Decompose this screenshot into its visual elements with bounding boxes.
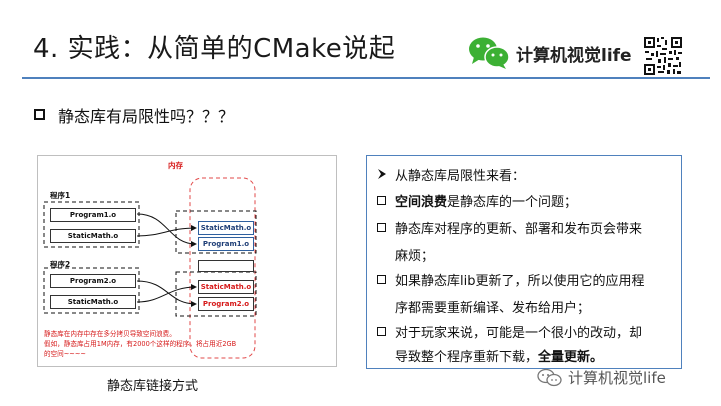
slide-subtitle: 静态库有局限性吗？？？	[58, 107, 235, 126]
brand-logo: 计算机视觉life	[468, 36, 632, 70]
wechat-icon	[469, 37, 510, 69]
memory-program1-box: Program1.o	[198, 237, 254, 251]
watermark: 计算机视觉life	[537, 367, 666, 388]
static-library-diagram: 内存 程序1 程序2 Program1.o StaticMath.o Progr…	[37, 155, 337, 367]
diagram-note-line: 静态库在内存中存在多分拷贝导致空间浪费。	[44, 330, 176, 338]
program2-label: 程序2	[50, 260, 71, 269]
program1-label: 程序1	[50, 191, 71, 200]
panel-item-text: 导致整个程序重新下载，	[395, 350, 539, 365]
panel-item-bold: 空间浪费	[395, 195, 448, 210]
header-divider	[22, 77, 710, 79]
staticmath-object-box: StaticMath.o	[50, 229, 136, 243]
checkbox-bullet-icon	[377, 223, 386, 232]
qr-code	[643, 36, 683, 76]
panel-item: 如果静态库lib更新了，所以使用它的应用程	[395, 274, 645, 289]
diagram-note-line: 假如，静态库占用1M内存，有2000个这样的程序，将占用近2GB	[44, 340, 237, 348]
memory-empty-box	[198, 260, 254, 272]
limitations-panel: 从静态库局限性来看： 空间浪费是静态库的一个问题； 静态库对程序的更新、部署和发…	[366, 155, 682, 369]
panel-item: 空间浪费是静态库的一个问题；	[395, 191, 577, 210]
panel-item-continued: 麻烦；	[395, 249, 435, 264]
panel-item-text: 是静态库的一个问题；	[447, 195, 578, 210]
checkbox-bullet-icon	[377, 275, 386, 284]
diagram-lines	[43, 177, 257, 359]
checkbox-bullet-icon	[377, 196, 386, 205]
slide-title: 4. 实践：从简单的CMake说起	[33, 34, 396, 64]
memory-staticmath-box: StaticMath.o	[198, 280, 254, 294]
memory-label: 内存	[168, 161, 183, 170]
panel-item-bold: 全量更新。	[538, 350, 604, 365]
checkbox-bullet-icon	[34, 109, 45, 120]
wechat-icon	[537, 368, 562, 386]
memory-staticmath-box: StaticMath.o	[198, 221, 254, 235]
panel-heading: 从静态库局限性来看：	[395, 169, 526, 184]
arrow-bullet-icon	[378, 169, 386, 179]
panel-item: 对于玩家来说，可能是一个很小的改动，却	[395, 326, 643, 341]
program1-object-box: Program1.o	[50, 208, 136, 222]
memory-program2-box: Program2.o	[198, 297, 254, 311]
program2-object-box: Program2.o	[50, 274, 136, 288]
brand-name: 计算机视觉life	[516, 45, 632, 66]
panel-item: 静态库对程序的更新、部署和发布页会带来	[395, 222, 643, 237]
watermark-text: 计算机视觉life	[568, 369, 666, 387]
staticmath-object-box: StaticMath.o	[50, 295, 136, 309]
checkbox-bullet-icon	[377, 327, 386, 336]
panel-item-continued: 序都需要重新编译、发布给用户；	[395, 301, 591, 316]
diagram-note-line: 的空间~~~~	[44, 350, 86, 358]
diagram-caption: 静态库链接方式	[107, 379, 199, 394]
panel-item-continued: 导致整个程序重新下载，全量更新。	[395, 346, 603, 365]
